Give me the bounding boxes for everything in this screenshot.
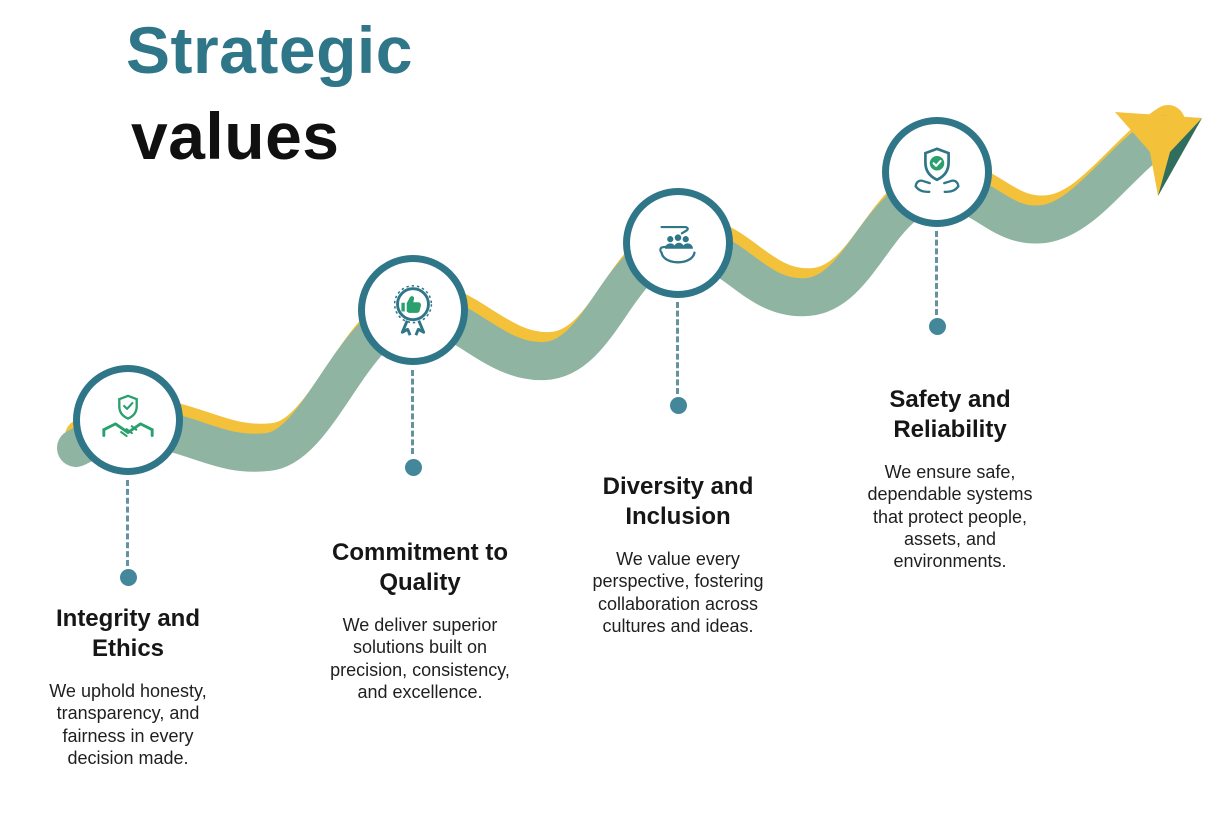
milestone-circle-integrity [73, 365, 183, 475]
connector-dot-safety [929, 318, 946, 335]
connector-dot-diversity [670, 397, 687, 414]
milestone-circle-safety [882, 117, 992, 227]
page-title-line1: Strategic [126, 13, 413, 87]
connector-dash-safety [935, 231, 938, 315]
shield-handshake-icon [102, 394, 154, 438]
milestone-circle-diversity [623, 188, 733, 298]
milestone-block-quality: Commitment to Quality We deliver superio… [302, 538, 538, 703]
milestone-body-safety: We ensure safe, dependable systems that … [867, 462, 1033, 572]
award-thumbs-up-icon [393, 285, 433, 336]
milestone-block-diversity: Diversity and Inclusion We value every p… [570, 472, 786, 637]
milestone-block-integrity: Integrity and Ethics We uphold honesty, … [16, 604, 240, 769]
arrow-shadow-facet [1158, 118, 1202, 196]
milestone-circle-quality [358, 255, 468, 365]
milestone-heading-integrity: Integrity and Ethics [55, 605, 200, 662]
page-title-line2: values [131, 99, 340, 173]
connector-dot-quality [405, 459, 422, 476]
milestone-block-safety: Safety and Reliability We ensure safe, d… [840, 385, 1060, 573]
connector-dash-diversity [676, 302, 679, 394]
milestone-heading-quality: Commitment to Quality [332, 539, 508, 596]
up-right-growth-arrow-icon [1115, 112, 1202, 196]
connector-dot-integrity [120, 569, 137, 586]
milestone-body-diversity: We value every perspective, fostering co… [592, 549, 764, 636]
milestone-heading-safety: Safety and Reliability [889, 386, 1011, 443]
connector-dash-integrity [126, 480, 129, 566]
people-in-hands-icon [659, 225, 696, 264]
shield-in-hands-icon [914, 147, 960, 194]
milestone-body-quality: We deliver superior solutions built on p… [330, 615, 510, 702]
ribbon-green-body [57, 115, 1181, 472]
connector-dash-quality [411, 370, 414, 454]
milestone-heading-diversity: Diversity and Inclusion [602, 473, 754, 530]
milestone-body-integrity: We uphold honesty, transparency, and fai… [49, 681, 207, 768]
